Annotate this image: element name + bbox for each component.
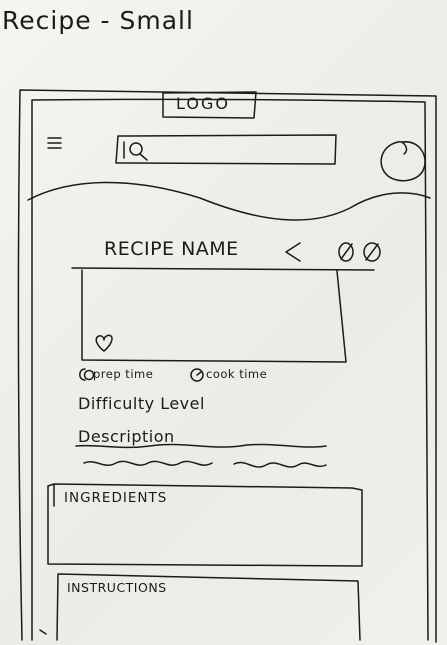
hero-banner-wave: [27, 181, 431, 221]
instructions-box: [56, 573, 361, 641]
instructions-heading: INSTRUCTIONS: [67, 580, 167, 595]
cook-time-icon: [190, 368, 204, 382]
search-bar[interactable]: [115, 134, 337, 165]
page-title: Recipe - Small: [2, 6, 194, 35]
difficulty-level: Difficulty Level: [78, 394, 205, 413]
binoculars-icon[interactable]: [338, 242, 381, 262]
description-squiggle: [75, 443, 327, 449]
prep-time-label: prep time: [93, 367, 154, 381]
description-squiggle: [83, 460, 213, 466]
prep-time-icon: [79, 368, 95, 381]
pen-mark: [39, 629, 47, 635]
phone-frame: [17, 89, 437, 643]
recipe-image-placeholder: [81, 269, 347, 363]
search-icon[interactable]: [123, 141, 148, 161]
profile-circle-icon[interactable]: [380, 141, 426, 182]
title-underline: [71, 267, 375, 271]
ingredients-heading: INGREDIENTS: [64, 490, 168, 506]
share-icon[interactable]: [285, 242, 301, 262]
recipe-name: RECIPE NAME: [104, 238, 239, 260]
heart-icon[interactable]: [95, 334, 113, 352]
hamburger-menu-icon[interactable]: [47, 137, 62, 149]
cook-time-label: cook time: [206, 367, 268, 381]
logo-box: [162, 91, 257, 119]
description-squiggle: [233, 461, 327, 468]
ingredients-box: [47, 483, 363, 567]
logo: LOGO: [176, 94, 230, 113]
description-heading: Description: [78, 427, 175, 446]
